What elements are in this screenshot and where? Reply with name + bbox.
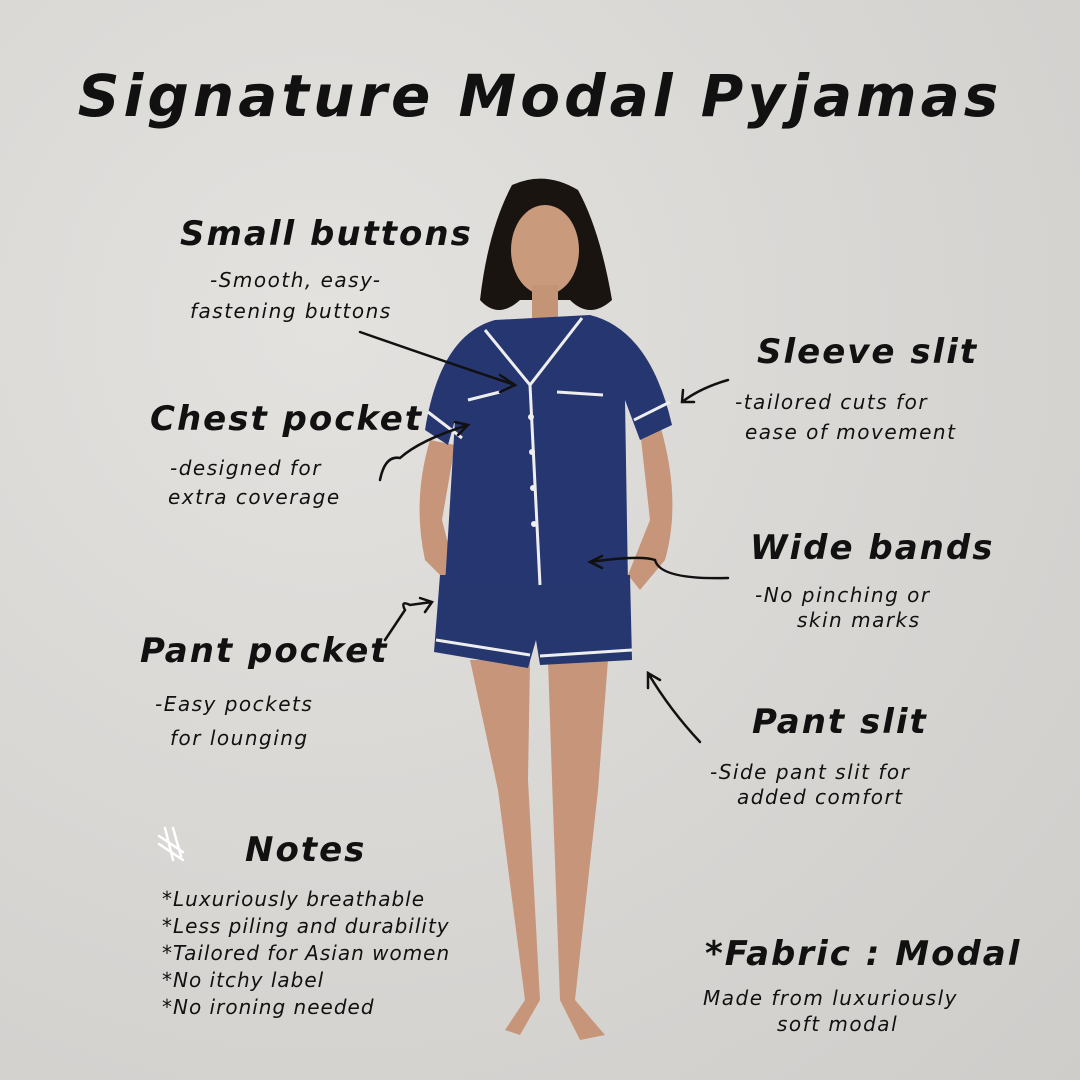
arrow-sleeve-slit — [680, 378, 730, 404]
notes-item: *Luxuriously breathable — [162, 887, 425, 911]
fabric-line-2: soft modal — [777, 1012, 899, 1036]
pant-pocket-heading: Pant pocket — [140, 631, 389, 671]
small-buttons-line-2: fastening buttons — [190, 299, 392, 323]
small-buttons-heading: Small buttons — [180, 214, 473, 254]
wide-bands-line-2: skin marks — [797, 608, 921, 632]
pant-slit-line-2: added comfort — [737, 785, 904, 809]
pant-pocket-line-2: for lounging — [170, 726, 309, 750]
notes-heading: Notes — [245, 830, 367, 870]
shirt-buttons — [528, 414, 537, 527]
fabric-heading: *Fabric : Modal — [705, 934, 1022, 974]
arrow-chest-pocket — [378, 420, 471, 482]
chest-pocket-line-2: extra coverage — [168, 485, 341, 509]
arrow-small-buttons — [358, 330, 518, 394]
shirt-piping — [427, 317, 671, 586]
arrow-pant-slit — [646, 670, 702, 744]
pant-slit-line-1: -Side pant slit for — [710, 760, 911, 784]
notes-item: *No itchy label — [162, 968, 325, 992]
sleeve-slit-line-1: -tailored cuts for — [735, 390, 929, 414]
arrow-wide-bands — [587, 554, 730, 580]
pant-slit-heading: Pant slit — [752, 702, 928, 742]
chest-pocket-line-1: -designed for — [170, 456, 322, 480]
sleeve-slit-heading: Sleeve slit — [757, 332, 979, 372]
shorts-piping — [435, 638, 633, 658]
sleeve-slit-line-2: ease of movement — [745, 420, 957, 444]
wide-bands-line-1: -No pinching or — [755, 583, 931, 607]
small-buttons-line-1: -Smooth, easy- — [210, 268, 382, 292]
wide-bands-heading: Wide bands — [750, 528, 995, 568]
notes-item: *Tailored for Asian women — [162, 941, 451, 965]
notes-list: *Luxuriously breathable *Less piling and… — [162, 886, 450, 1021]
arrow-pant-pocket — [383, 596, 434, 642]
fabric-line-1: Made from luxuriously — [703, 986, 958, 1010]
page-title: Signature Modal Pyjamas — [77, 62, 1003, 130]
pant-pocket-line-1: -Easy pockets — [155, 692, 314, 716]
chest-pocket-heading: Chest pocket — [150, 399, 424, 439]
notes-item: *No ironing needed — [162, 995, 375, 1019]
hash-sparkle-icon — [157, 826, 185, 862]
notes-item: *Less piling and durability — [162, 914, 450, 938]
